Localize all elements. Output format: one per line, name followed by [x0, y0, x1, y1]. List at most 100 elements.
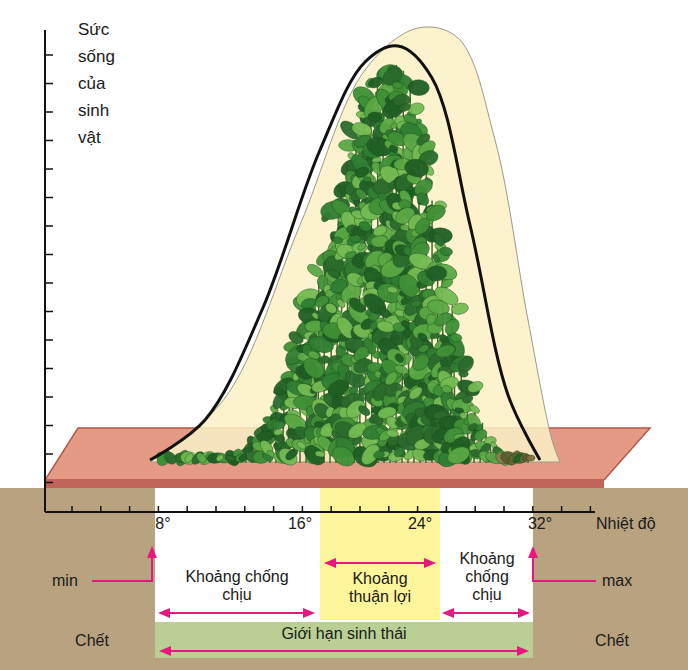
plant-leaf — [287, 329, 306, 346]
arrow-head — [518, 608, 530, 618]
plant-leaf — [383, 369, 400, 387]
death-label: Chết — [75, 632, 109, 650]
tolerance-arrow — [449, 612, 523, 614]
x-tick — [100, 506, 102, 512]
plant-tray-front — [45, 480, 604, 488]
tolerance-arrow — [165, 612, 308, 614]
zone-band: Khoảng thuận lợi — [320, 540, 440, 620]
vitality-curve — [150, 46, 540, 460]
plant-leaf — [386, 429, 400, 438]
plant-leaf — [363, 177, 371, 183]
plant-leaf — [357, 404, 372, 418]
arrow-head — [442, 608, 454, 618]
arrow-head — [324, 558, 336, 568]
y-tick — [45, 425, 53, 427]
y-axis — [44, 30, 46, 512]
arrow-head — [147, 546, 157, 558]
zone-label: Khoảng thuận lợi — [334, 570, 426, 606]
x-tick — [561, 506, 563, 512]
x-tick — [474, 506, 476, 512]
tick-label: 32° — [528, 515, 552, 533]
x-tick — [158, 506, 160, 512]
plant-leaf — [445, 444, 473, 468]
x-tick — [129, 506, 131, 512]
plant-leaf — [450, 333, 463, 343]
plant-leaf — [464, 411, 483, 432]
x-tick — [388, 506, 390, 512]
y-tick — [45, 111, 53, 113]
arrow-head — [424, 558, 436, 568]
plant-leaf — [387, 286, 399, 294]
y-tick — [45, 254, 53, 256]
tick-label: 8° — [155, 515, 170, 533]
plant-leaf — [403, 157, 430, 178]
y-tick — [45, 282, 53, 284]
death-label: Chết — [595, 632, 629, 650]
vitality-shade — [150, 27, 560, 462]
plant-leaf — [367, 111, 382, 123]
y-tick — [45, 482, 53, 484]
min-arrow — [92, 556, 152, 581]
y-tick — [45, 311, 53, 313]
y-tick — [45, 197, 53, 199]
plant-leaf — [215, 453, 225, 462]
y-tick — [45, 140, 53, 142]
y-tick — [45, 339, 53, 341]
x-tick — [186, 506, 188, 512]
plant-leaf — [274, 429, 283, 435]
ground — [0, 488, 688, 670]
tick-label: 16° — [288, 515, 312, 533]
x-axis — [45, 511, 595, 513]
y-tick — [45, 54, 53, 56]
arrow-head — [158, 608, 170, 618]
y-tick — [45, 396, 53, 398]
plant-leaf — [426, 265, 447, 281]
plant-leaf — [434, 343, 457, 360]
x-tick — [532, 506, 534, 512]
limit-label: min — [52, 572, 78, 590]
x-tick — [330, 506, 332, 512]
plant-leaf — [350, 235, 361, 243]
x-tick — [71, 506, 73, 512]
plant-leaf — [441, 385, 452, 394]
plant-leaf — [376, 319, 396, 334]
plant-leaf — [357, 220, 373, 234]
plant-leaf — [393, 352, 405, 364]
plant-leaf — [324, 301, 339, 315]
zone-label: Giới hạn sinh thái — [164, 625, 524, 643]
x-tick — [302, 506, 304, 512]
zone-band: Giới hạn sinh thái — [155, 622, 533, 658]
plant-leaf — [373, 450, 385, 460]
plant-leaf — [432, 254, 441, 264]
max-arrow — [533, 556, 596, 581]
y-tick — [45, 168, 53, 170]
plant-leaf — [439, 246, 453, 257]
arrow-line — [167, 650, 521, 652]
tick-label: 24° — [408, 515, 432, 533]
x-tick — [273, 506, 275, 512]
x-tick — [244, 506, 246, 512]
arrow-head — [517, 646, 529, 656]
zone-label: Khoảng chống chịu — [177, 568, 297, 604]
arrow-line — [332, 562, 428, 564]
axes — [45, 30, 595, 512]
plant-leaf — [368, 112, 385, 123]
plant-leaf — [454, 407, 464, 413]
x-ticks — [72, 506, 590, 512]
plant-leaf — [461, 394, 474, 405]
plant-leaf — [451, 302, 470, 316]
arrow-head — [159, 646, 171, 656]
y-ticks — [45, 55, 53, 483]
plant-leaf — [356, 241, 367, 252]
x-tick — [359, 506, 361, 512]
plant-leaf — [414, 191, 431, 208]
plant-leaf — [407, 101, 425, 116]
y-tick — [45, 368, 53, 370]
optimum-ground — [320, 488, 440, 540]
plant-leaf — [300, 297, 317, 310]
y-tick — [45, 225, 53, 227]
axis-label: Nhiệt độ — [596, 515, 656, 533]
plant-leaf — [408, 79, 430, 95]
plant-leaf — [458, 369, 469, 377]
x-tick — [417, 506, 419, 512]
